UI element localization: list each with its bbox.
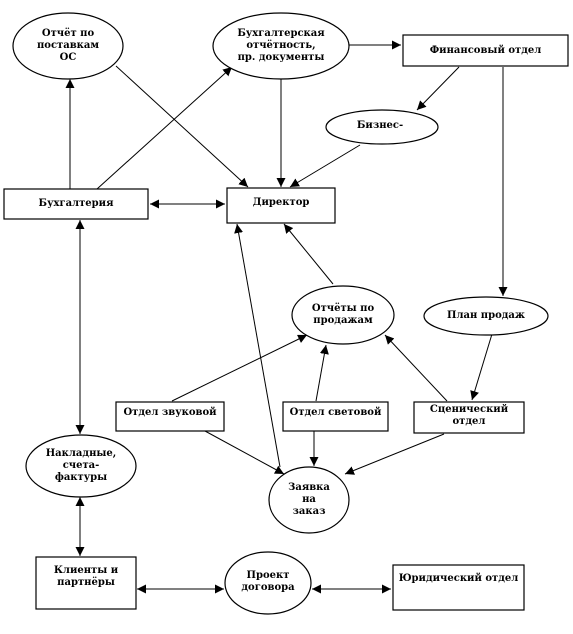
- edges: [65, 40, 508, 594]
- node-legal-dept-label: Юридический отдел: [398, 573, 519, 584]
- edge-sound-to-sales-reports: [171, 334, 308, 402]
- node-business-label: Бизнес-: [356, 120, 404, 131]
- node-stage-dept-label: Сценический отдел: [429, 404, 509, 427]
- edge-stage-to-sales-reports: [384, 334, 448, 402]
- node-os-report-label: Отчёт по поставкам ОС: [36, 28, 100, 63]
- node-order-shape: [268, 466, 350, 534]
- node-sales-plan-shape: [423, 296, 549, 336]
- edge-sales-reports-to-director: [283, 223, 334, 285]
- node-stage-dept-shape: [413, 401, 525, 434]
- node-accounting-docs-shape: [212, 12, 350, 80]
- edge-sound-to-order: [204, 430, 285, 475]
- node-invoices-shape: [25, 434, 137, 498]
- nodes: [3, 12, 569, 615]
- node-sound-dept-shape: [115, 401, 225, 432]
- node-order-label: Заявка на заказ: [288, 482, 330, 517]
- node-director-label: Директор: [252, 197, 310, 208]
- node-finance-dept-label: Финансовый отдел: [429, 44, 542, 56]
- edge-accounting-to-accounting-docs: [96, 66, 233, 190]
- node-contract-draft-label: Проект договора: [241, 570, 295, 593]
- node-accounting-docs-label: Бухгалтерская отчётность, пр. документы: [237, 28, 325, 63]
- edge-light-to-sales-reports: [315, 344, 329, 402]
- node-accounting-label: Бухгалтерия: [38, 198, 114, 209]
- edge-business-to-director: [289, 144, 361, 188]
- node-light-dept-shape: [282, 401, 389, 432]
- node-contract-draft-shape: [224, 551, 312, 615]
- node-sales-reports-shape: [291, 285, 395, 345]
- node-accounting-shape: [3, 188, 149, 220]
- node-clients-shape: [35, 556, 137, 610]
- node-legal-dept-shape: [392, 564, 525, 611]
- node-clients-label: Клиенты и партнёры: [53, 565, 119, 588]
- edge-sales-plan-to-stage: [470, 333, 493, 401]
- edge-stage-to-order: [344, 433, 445, 475]
- node-os-report-shape: [12, 12, 124, 80]
- node-light-dept-label: Отдел световой: [289, 407, 382, 418]
- edge-os-report-to-director: [115, 65, 249, 188]
- node-finance-dept-shape: [402, 34, 569, 67]
- node-sales-plan-label: План продаж: [447, 310, 525, 321]
- edge-finance-to-business: [416, 66, 460, 111]
- node-sales-reports-label: Отчёты по продажам: [311, 303, 375, 326]
- node-sound-dept-label: Отдел звуковой: [123, 407, 217, 418]
- node-director-shape: [226, 187, 336, 224]
- node-business-shape: [325, 109, 439, 145]
- edge-order-to-director: [234, 223, 281, 468]
- node-invoices-label: Накладные, счета- фактуры: [45, 448, 117, 483]
